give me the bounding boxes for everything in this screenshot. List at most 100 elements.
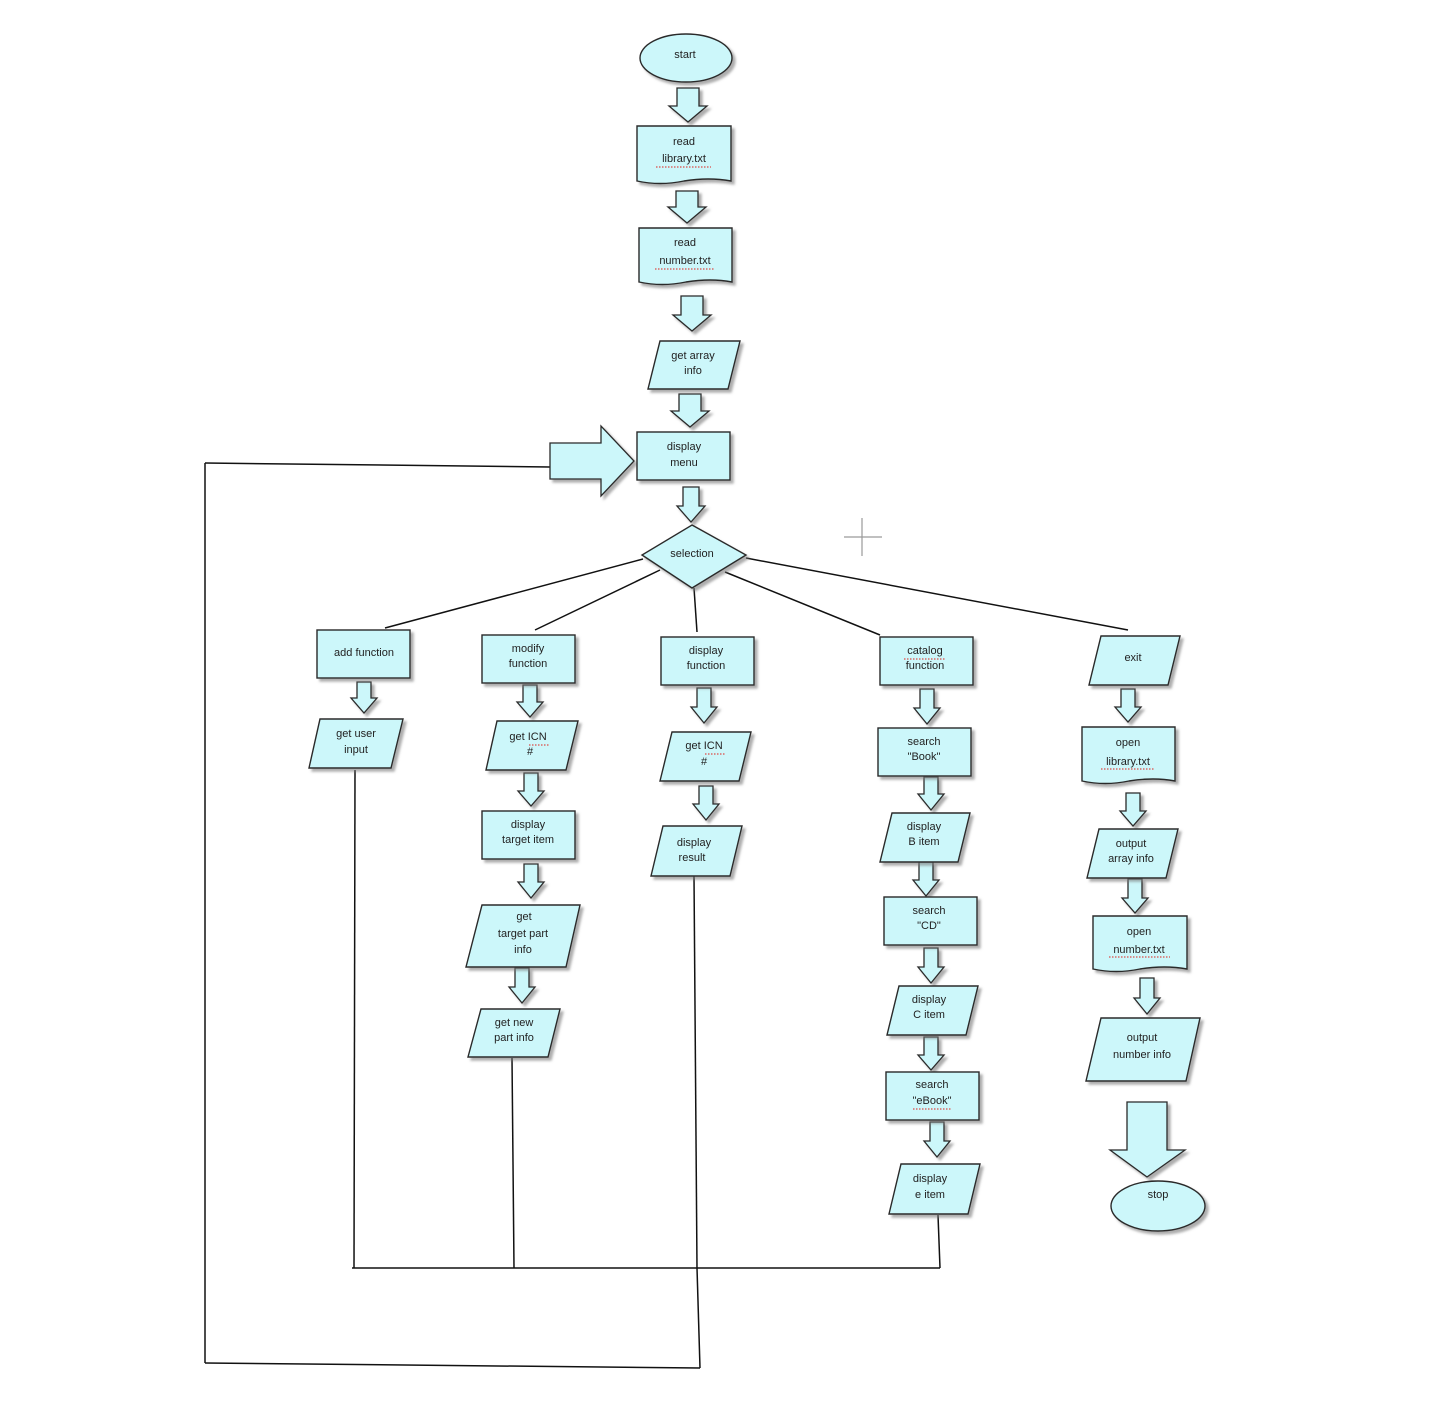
arrow-down-icon [689, 687, 719, 725]
arrow-down-icon [1113, 688, 1143, 723]
display-b-item-output: display B item [879, 812, 971, 863]
arrow-down-icon [675, 486, 707, 523]
node-label: output [1127, 1032, 1158, 1044]
arrow-down-icon [507, 967, 537, 1005]
arrow-down-icon [516, 863, 546, 900]
display-target-item-process: display target item [481, 810, 576, 860]
node-label: number info [1113, 1049, 1171, 1061]
node-label: part info [494, 1032, 534, 1044]
node-label: get new [495, 1017, 534, 1029]
node-label: C item [913, 1009, 945, 1021]
node-label: get array [671, 350, 715, 362]
node-label: "CD" [917, 920, 941, 932]
node-label: display [677, 837, 712, 849]
node-label: add function [334, 647, 394, 659]
arrow-down-icon [671, 295, 713, 332]
node-label: modify [512, 643, 545, 655]
exit-input: exit [1088, 635, 1181, 686]
arrow-down-icon [691, 785, 721, 822]
node-label: # [701, 756, 708, 768]
node-label: output [1116, 838, 1147, 850]
node-label: array info [1108, 853, 1154, 865]
node-label: number.txt [659, 255, 710, 267]
node-label: display [511, 819, 546, 831]
node-label: open [1127, 926, 1151, 938]
arrow-down-icon [515, 684, 545, 718]
stop-terminator: stop [1110, 1180, 1206, 1232]
node-label: menu [670, 457, 698, 469]
start-terminator: start [639, 33, 733, 83]
node-label: number.txt [1113, 944, 1164, 956]
node-label: input [344, 744, 368, 756]
node-label: target part [498, 928, 548, 940]
catalog-function-process: catalog function [879, 636, 974, 686]
modify-get-icn-input: get ICN # [485, 720, 579, 771]
read-number-document: read number.txt [638, 227, 733, 286]
node-label: search [915, 1079, 948, 1091]
display-get-icn-input: get ICN # [659, 731, 752, 782]
arrow-down-icon [1118, 792, 1148, 827]
node-label: "Book" [908, 751, 941, 763]
connector-lines [204, 462, 1129, 1369]
selection-decision: selection [640, 524, 748, 589]
display-e-item-output: display e item [888, 1163, 981, 1215]
node-label: e item [915, 1189, 945, 1201]
search-book-process: search "Book" [877, 727, 972, 777]
open-library-document: open library.txt [1081, 726, 1176, 785]
get-new-part-info-input: get new part info [467, 1008, 561, 1058]
node-label: read [674, 237, 696, 249]
node-label: exit [1124, 652, 1141, 664]
node-label: start [674, 49, 695, 61]
arrow-down-icon [669, 393, 711, 428]
get-target-part-info-input: get target part info [465, 904, 581, 968]
output-number-info-output: output number info [1085, 1017, 1201, 1082]
output-array-info-output: output array info [1086, 828, 1179, 879]
node-label: open [1116, 737, 1140, 749]
display-menu-process: display menu [636, 431, 731, 481]
arrow-down-icon [911, 861, 941, 898]
arrow-down-icon [1132, 977, 1162, 1016]
arrow-down-icon [666, 190, 708, 224]
arrow-down-icon [922, 1121, 952, 1159]
node-label: search [912, 905, 945, 917]
node-label: get ICN [509, 731, 546, 743]
get-user-input-input: get user input [308, 718, 404, 769]
node-label: read [673, 136, 695, 148]
node-label: selection [670, 548, 713, 560]
node-label: "eBook" [913, 1095, 952, 1107]
node-label: function [906, 660, 945, 672]
flow-arrows [349, 87, 1188, 1178]
node-label: result [679, 852, 706, 864]
node-label: catalog [907, 645, 942, 657]
node-label: display [907, 821, 942, 833]
node-label: display [667, 441, 702, 453]
node-label: get user [336, 728, 376, 740]
node-label: display [689, 645, 724, 657]
node-label: function [687, 660, 726, 672]
search-cd-process: search "CD" [883, 896, 978, 946]
arrow-down-icon [912, 688, 942, 726]
crosshair-cursor-icon [844, 518, 882, 556]
node-label: library.txt [1106, 756, 1150, 768]
node-label: info [514, 944, 532, 956]
node-label: B item [908, 836, 939, 848]
node-label: get [516, 911, 531, 923]
node-label: info [684, 365, 702, 377]
modify-function-process: modify function [481, 634, 576, 684]
open-number-document: open number.txt [1092, 915, 1188, 973]
display-function-process: display function [660, 636, 755, 686]
get-array-info-input: get array info [647, 340, 741, 390]
node-label: search [907, 736, 940, 748]
arrow-right-icon [549, 424, 635, 498]
node-label: # [527, 746, 534, 758]
arrow-down-icon [1108, 1101, 1188, 1178]
read-library-document: read library.txt [636, 125, 732, 185]
arrow-down-icon [916, 776, 946, 812]
display-c-item-output: display C item [886, 985, 979, 1036]
node-label: function [509, 658, 548, 670]
arrow-down-icon [349, 681, 379, 714]
arrow-down-icon [916, 1036, 946, 1071]
arrow-down-icon [1120, 878, 1150, 914]
arrow-down-icon [667, 87, 709, 123]
